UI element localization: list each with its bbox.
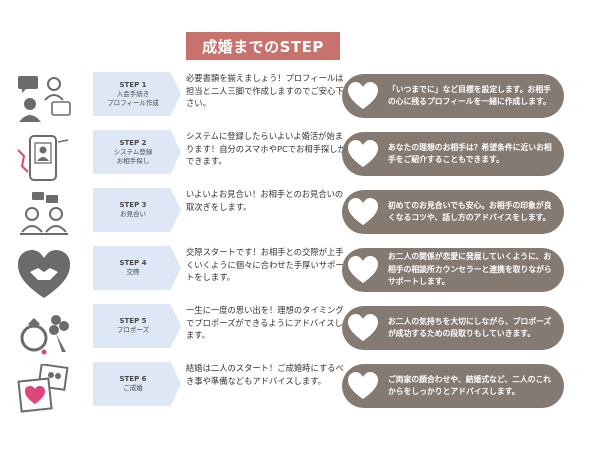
advice-pill-6: ご両家の顔合わせや、結婚式など、二人のこれからをしっかりとアドバイスします。 bbox=[342, 364, 564, 408]
step-label-3: STEP 3 お見合い bbox=[93, 188, 181, 232]
step-row-5: STEP 5 プロポーズ 一生に一度の思い出を！理想のタイミングでプロポーズがで… bbox=[0, 304, 600, 360]
step-label-5: STEP 5 プロポーズ bbox=[93, 304, 181, 348]
meeting-icon bbox=[20, 192, 68, 235]
advice-pill-5: お二人の気持ちを大切にしながら、プロポーズが成功するための段取りもしていきます。 bbox=[342, 306, 564, 350]
step-row-2: STEP 2 システム登録 お相手探し システムに登録したらいよいよ婚活が始まり… bbox=[0, 130, 600, 186]
step-description-4: 交際スタートです！お相手との交際が上手くいくように個々に合わせた手厚いサポートを… bbox=[186, 247, 344, 282]
heart-icon bbox=[348, 198, 378, 225]
advice-pill-2: あなたの理想のお相手は？希望条件に近いお相手をご紹介することもできます。 bbox=[342, 132, 564, 176]
advice-text-6: ご両家の顔合わせや、結婚式など、二人のこれからをしっかりとアドバイスします。 bbox=[388, 374, 552, 397]
page-title: 成婚までのSTEP bbox=[186, 32, 340, 60]
step-description-6: 結婚は二人のスタート！ご成婚時にするべき事や準備などもアドバイスします。 bbox=[186, 363, 344, 386]
handshake-heart-icon bbox=[18, 250, 70, 298]
consultation-icon bbox=[18, 76, 71, 122]
advice-text-5: お二人の気持ちを大切にしながら、プロポーズが成功するための段取りもしていきます。 bbox=[388, 316, 552, 339]
step-row-4: STEP 4 交際 交際スタートです！お相手との交際が上手くいくように個々に合わ… bbox=[0, 246, 600, 302]
photo-frames-icon bbox=[17, 364, 69, 413]
step-label-1: STEP 1 入会手続き プロフィール作成 bbox=[93, 72, 181, 116]
heart-icon bbox=[348, 256, 378, 283]
step-label-2: STEP 2 システム登録 お相手探し bbox=[93, 130, 181, 174]
step-label-4: STEP 4 交際 bbox=[93, 246, 181, 290]
heart-icon bbox=[348, 372, 378, 399]
step-label-6: STEP 6 ご成婚 bbox=[93, 362, 181, 406]
advice-pill-4: お二人の関係が恋愛に発展していくように、お相手の相談所カウンセラーと連携を取りな… bbox=[342, 248, 564, 292]
step-description-3: いよいよお見合い！お相手とのお見合いの取次ぎをします。 bbox=[186, 189, 344, 212]
advice-text-4: お二人の関係が恋愛に発展していくように、お相手の相談所カウンセラーと連携を取りな… bbox=[388, 252, 552, 287]
step-description-2: システムに登録したらいよいよ婚活が始まります！自分のスマホやPCでお相手探しがで… bbox=[186, 131, 346, 166]
heart-icon bbox=[348, 82, 378, 109]
smartphone-search-icon bbox=[17, 135, 69, 181]
step-description-5: 一生に一度の思い出を！理想のタイミングでプロポーズができるようにアドバイスします… bbox=[186, 305, 344, 340]
ring-bouquet-icon bbox=[20, 315, 69, 355]
advice-text-1: 「いつまでに」など目標を設定します。お相手の心に残るプロフィールを一緒に作成しま… bbox=[388, 84, 551, 107]
advice-text-3: 初めてのお見合いでも安心。お相手の印象が良くなるコツや、話し方のアドバイスをしま… bbox=[388, 200, 552, 223]
advice-pill-1: 「いつまでに」など目標を設定します。お相手の心に残るプロフィールを一緒に作成しま… bbox=[342, 74, 564, 118]
heart-icon bbox=[348, 314, 378, 341]
advice-text-2: あなたの理想のお相手は？希望条件に近いお相手をご紹介することもできます。 bbox=[388, 142, 552, 165]
heart-icon bbox=[348, 140, 378, 167]
step-row-6: STEP 6 ご成婚 結婚は二人のスタート！ご成婚時にするべき事や準備などもアド… bbox=[0, 362, 600, 418]
step-row-1: STEP 1 入会手続き プロフィール作成 必要書類を揃えましょう！プロフィール… bbox=[0, 72, 600, 128]
step-description-1: 必要書類を揃えましょう！プロフィールは担当と二人三脚で作成しますのでご安心下さい… bbox=[186, 73, 344, 108]
advice-pill-3: 初めてのお見合いでも安心。お相手の印象が良くなるコツや、話し方のアドバイスをしま… bbox=[342, 190, 564, 234]
step-row-3: STEP 3 お見合い いよいよお見合い！お相手とのお見合いの取次ぎをします。 … bbox=[0, 188, 600, 244]
